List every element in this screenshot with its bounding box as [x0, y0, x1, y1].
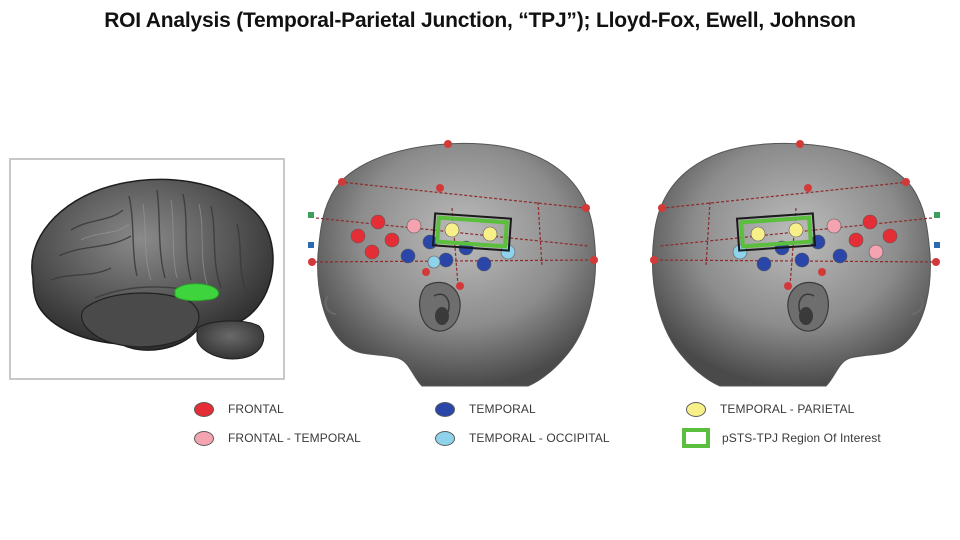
legend: FRONTAL FRONTAL - TEMPORAL TEMPORAL TEMP… — [190, 398, 950, 458]
channel-frontal — [384, 232, 400, 248]
legend-label: FRONTAL — [228, 402, 284, 416]
legend-item-frontal: FRONTAL — [194, 398, 284, 420]
legend-item-temporal-parietal: TEMPORAL - PARIETAL — [686, 398, 854, 420]
legend-item-roi: pSTS-TPJ Region Of Interest — [682, 427, 881, 449]
cerebellum — [196, 320, 265, 360]
head-left-illustration — [308, 140, 598, 387]
brain-lateral-view-panel — [9, 158, 285, 380]
channel-temporal — [400, 248, 416, 264]
ear — [419, 281, 461, 332]
channel-temporal-occipital — [500, 244, 516, 260]
legend-item-temporal: TEMPORAL — [435, 398, 536, 420]
channel-temporal-occipital — [427, 255, 441, 269]
roi-box — [431, 212, 513, 252]
slide-title: ROI Analysis (Temporal-Parietal Junction… — [104, 9, 856, 32]
legend-label: FRONTAL - TEMPORAL — [228, 431, 361, 445]
channel-temporal — [422, 234, 438, 250]
legend-swatch — [435, 401, 455, 417]
infant-head-left-view — [302, 136, 612, 390]
legend-label: TEMPORAL — [469, 402, 536, 416]
legend-label: TEMPORAL - OCCIPITAL — [469, 431, 610, 445]
tpj-activation-region — [174, 283, 220, 302]
channel-frontal — [350, 228, 366, 244]
channel-temporal — [476, 256, 492, 272]
legend-swatch — [194, 401, 214, 417]
infant-head-right-view — [636, 136, 946, 390]
legend-item-frontal-temporal: FRONTAL - TEMPORAL — [194, 427, 361, 449]
legend-swatch — [194, 430, 214, 446]
channel-frontal-temporal — [406, 218, 422, 234]
brain-illustration — [31, 178, 274, 360]
channel-temporal — [438, 252, 454, 268]
legend-swatch-roi — [682, 428, 710, 448]
legend-label: pSTS-TPJ Region Of Interest — [722, 431, 881, 445]
legend-label: TEMPORAL - PARIETAL — [720, 402, 855, 416]
channel-frontal — [364, 244, 380, 260]
temporal-lobe — [81, 292, 200, 348]
legend-swatch — [435, 430, 455, 446]
head-right-illustration — [650, 140, 940, 387]
legend-item-temporal-occipital: TEMPORAL - OCCIPITAL — [435, 427, 610, 449]
channel-frontal — [370, 214, 386, 230]
channel-temporal-parietal — [482, 226, 498, 242]
legend-swatch — [686, 401, 706, 417]
channel-temporal-parietal — [444, 222, 460, 238]
